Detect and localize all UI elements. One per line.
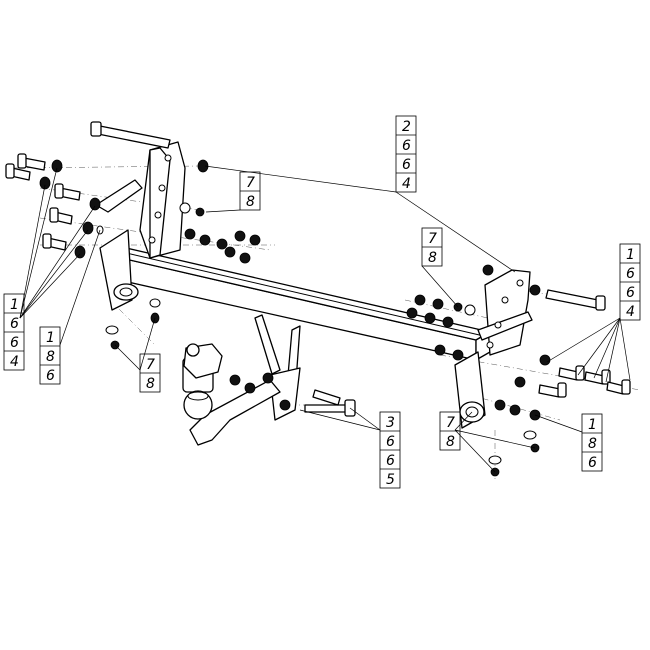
- callout-label: 7: [246, 175, 255, 191]
- callout-label: 8: [46, 349, 55, 365]
- callout-label: 4: [402, 176, 411, 192]
- callout-label: 2: [402, 119, 411, 135]
- callout-2-6-6-4-top: 2 6 6 4: [395, 115, 417, 193]
- callout-label: 6: [386, 453, 395, 469]
- callout-label: 1: [588, 417, 597, 433]
- callout-label: 7: [146, 357, 155, 373]
- callout-3-6-6-5: 3 6 6 5: [379, 411, 401, 489]
- callout-7-8-upper-left: 7 8: [239, 171, 261, 211]
- callout-label: 8: [246, 194, 255, 210]
- callout-7-8-lower-right: 7 8: [439, 411, 461, 451]
- callout-label: 8: [428, 250, 437, 266]
- callout-label: 6: [386, 434, 395, 450]
- short-bolts-right: [538, 365, 631, 398]
- callout-label: 7: [428, 231, 437, 247]
- leader-lines: [19, 165, 631, 473]
- callout-label: 8: [588, 436, 597, 452]
- callout-label: 8: [146, 376, 155, 392]
- callout-label: 3: [386, 415, 395, 431]
- callout-label: 6: [10, 316, 19, 332]
- callout-7-8-lower-left: 7 8: [139, 353, 161, 393]
- callout-label: 4: [626, 304, 635, 320]
- left-bracket: [95, 141, 186, 311]
- callout-label: 6: [626, 266, 635, 282]
- tow-ball-assembly: [182, 314, 301, 446]
- callout-label: 4: [10, 354, 19, 370]
- fasteners: [39, 159, 551, 477]
- callout-label: 1: [46, 330, 55, 346]
- callout-1-6-6-4-right: 1 6 6 4: [619, 243, 641, 321]
- long-bolts: [90, 121, 606, 417]
- callout-label: 6: [626, 285, 635, 301]
- right-bracket: [454, 269, 533, 429]
- callout-label: 6: [402, 157, 411, 173]
- callout-1-8-6-right: 1 8 6: [581, 413, 603, 472]
- callout-1-8-6-left: 1 8 6: [39, 326, 61, 385]
- callout-label: 6: [46, 368, 55, 384]
- callout-label: 6: [10, 335, 19, 351]
- callout-label: 1: [626, 247, 635, 263]
- callout-label: 8: [446, 434, 455, 450]
- callout-label: 6: [402, 138, 411, 154]
- callout-label: 1: [10, 297, 19, 313]
- callout-7-8-upper-right: 7 8: [421, 227, 443, 267]
- callout-label: 5: [386, 472, 395, 488]
- callout-label: 6: [588, 455, 597, 471]
- callout-1-6-6-4-left: 1 6 6 4: [3, 293, 25, 371]
- callout-label: 7: [446, 415, 455, 431]
- short-bolts-left: [5, 153, 81, 251]
